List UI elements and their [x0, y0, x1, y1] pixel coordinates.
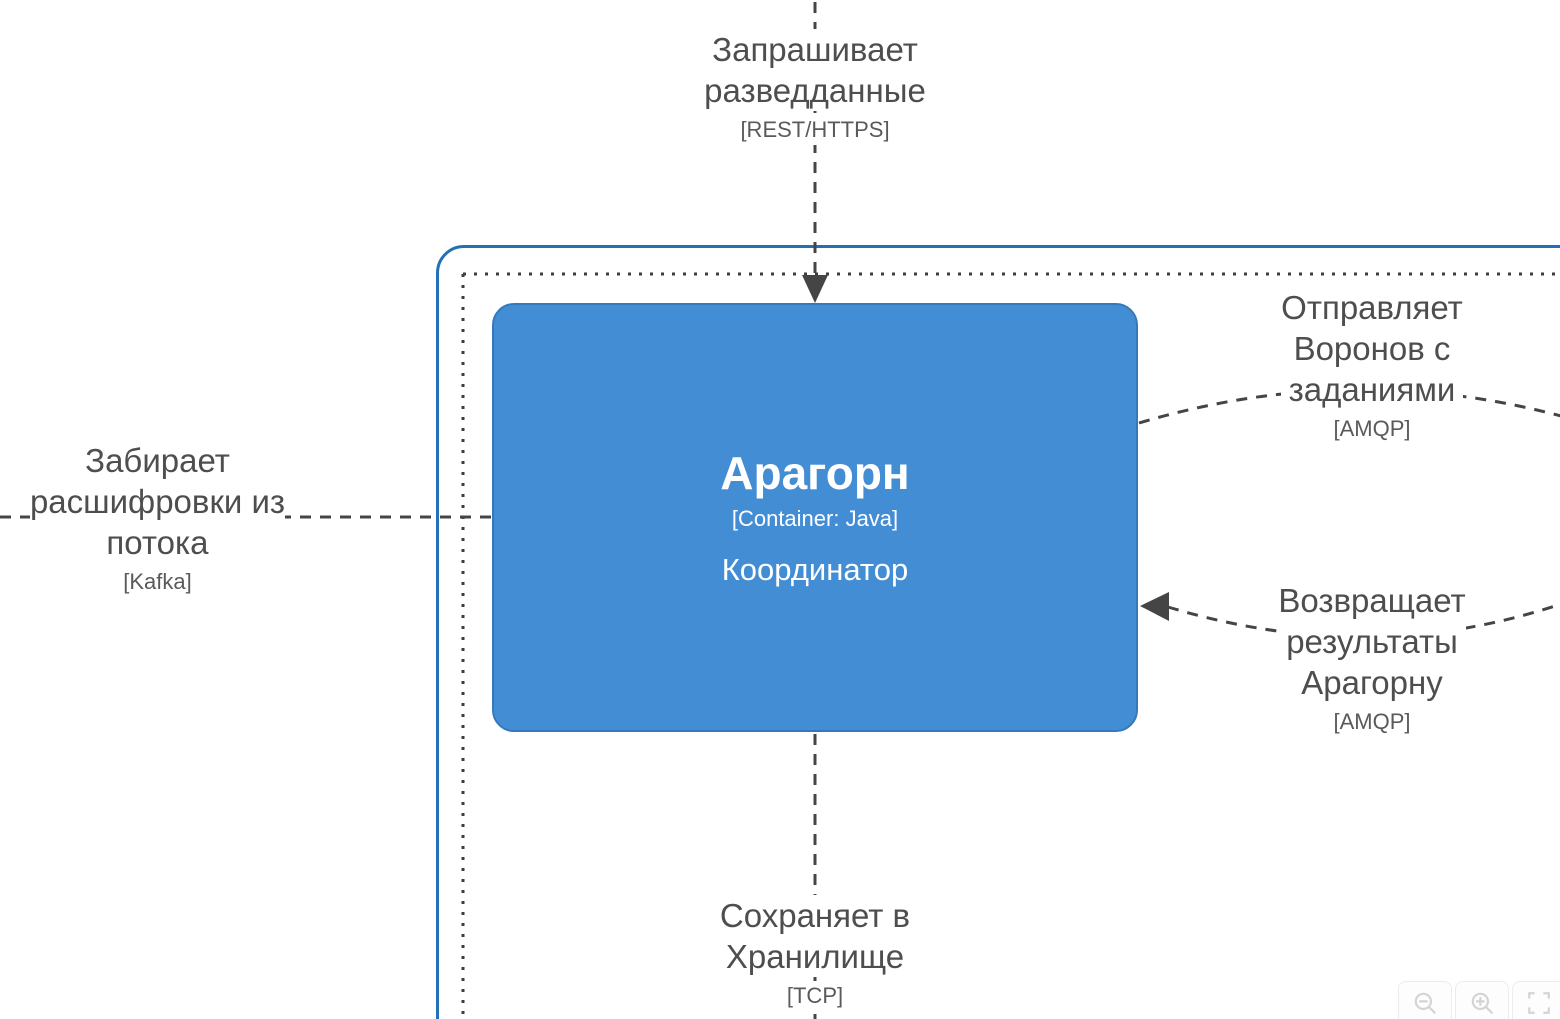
- relationship-text: Забирает расшифровки из потока: [29, 440, 286, 563]
- relationship-label-bottom: Сохраняет в Хранилище [TCP]: [565, 895, 1065, 1011]
- diagram-toolbar: [1398, 981, 1560, 1019]
- fullscreen-button[interactable]: [1512, 981, 1560, 1019]
- relationship-text: Возвращает результаты Арагорну: [1278, 580, 1466, 703]
- relationship-protocol: [Kafka]: [123, 567, 192, 597]
- container-node-aragorn[interactable]: Арагорн [Container: Java] Координатор: [492, 303, 1138, 732]
- relationship-protocol: [AMQP]: [1333, 414, 1411, 444]
- arrowhead-left-icon: [1140, 592, 1169, 621]
- relationship-text: Сохраняет в Хранилище: [719, 895, 911, 977]
- relationship-protocol: [REST/HTTPS]: [740, 115, 890, 145]
- system-boundary-box: [436, 245, 1560, 1019]
- relationship-protocol: [AMQP]: [1333, 707, 1411, 737]
- arrowhead-down-icon: [802, 275, 828, 303]
- relationship-text: Отправляет Воронов с заданиями: [1281, 287, 1463, 410]
- fullscreen-brackets-icon: [1528, 992, 1550, 1014]
- relationship-right-top-line: [1138, 388, 1560, 425]
- relationship-label-top: Запрашивает разведданные [REST/HTTPS]: [565, 29, 1065, 145]
- magnifier-minus-icon: [1414, 992, 1436, 1014]
- node-technology: [Container: Java]: [731, 505, 899, 531]
- relationship-text: Запрашивает разведданные: [704, 29, 926, 111]
- zoom-out-button[interactable]: [1398, 981, 1452, 1019]
- relationship-label-right-bottom: Возвращает результаты Арагорну [AMQP]: [1172, 580, 1560, 737]
- relationship-protocol: [TCP]: [786, 981, 844, 1011]
- node-title: Арагорн: [720, 446, 910, 499]
- zoom-in-button[interactable]: [1455, 981, 1509, 1019]
- magnifier-plus-icon: [1471, 992, 1493, 1014]
- relationship-label-left: Забирает расшифровки из потока [Kafka]: [0, 440, 315, 597]
- node-description: Координатор: [721, 551, 909, 587]
- relationship-label-right-top: Отправляет Воронов с заданиями [AMQP]: [1172, 287, 1560, 444]
